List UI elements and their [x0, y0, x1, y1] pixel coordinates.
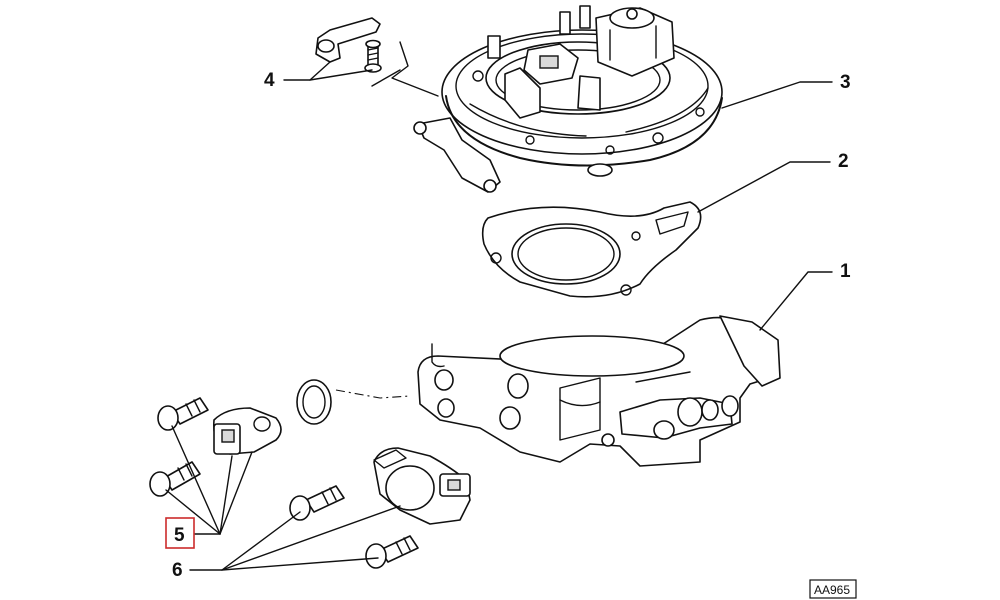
leader-lines — [165, 61, 833, 571]
callout-5-highlight-box — [165, 517, 195, 549]
sensor-bolt-upper — [157, 397, 209, 431]
reference-code-box — [809, 579, 857, 599]
bracket-and-screw-part — [315, 17, 439, 97]
idle-sensor-part — [213, 407, 282, 455]
injector-housing-part — [413, 5, 723, 193]
callout-6: 6 — [172, 560, 183, 581]
callout-4: 4 — [264, 70, 275, 91]
throttle-body-part — [417, 315, 781, 467]
gasket-part — [481, 201, 702, 298]
sensor-bolt-lower — [149, 461, 201, 497]
tps-bolt-upper — [289, 485, 345, 521]
callout-2: 2 — [838, 151, 849, 172]
reference-code: AA965 — [814, 583, 850, 597]
callout-1: 1 — [840, 261, 851, 282]
tps-bolt-lower — [365, 535, 419, 569]
o-ring-part — [296, 379, 411, 425]
throttle-position-sensor-part — [373, 447, 471, 525]
callout-3: 3 — [840, 72, 851, 93]
callout-5: 5 — [174, 525, 185, 546]
